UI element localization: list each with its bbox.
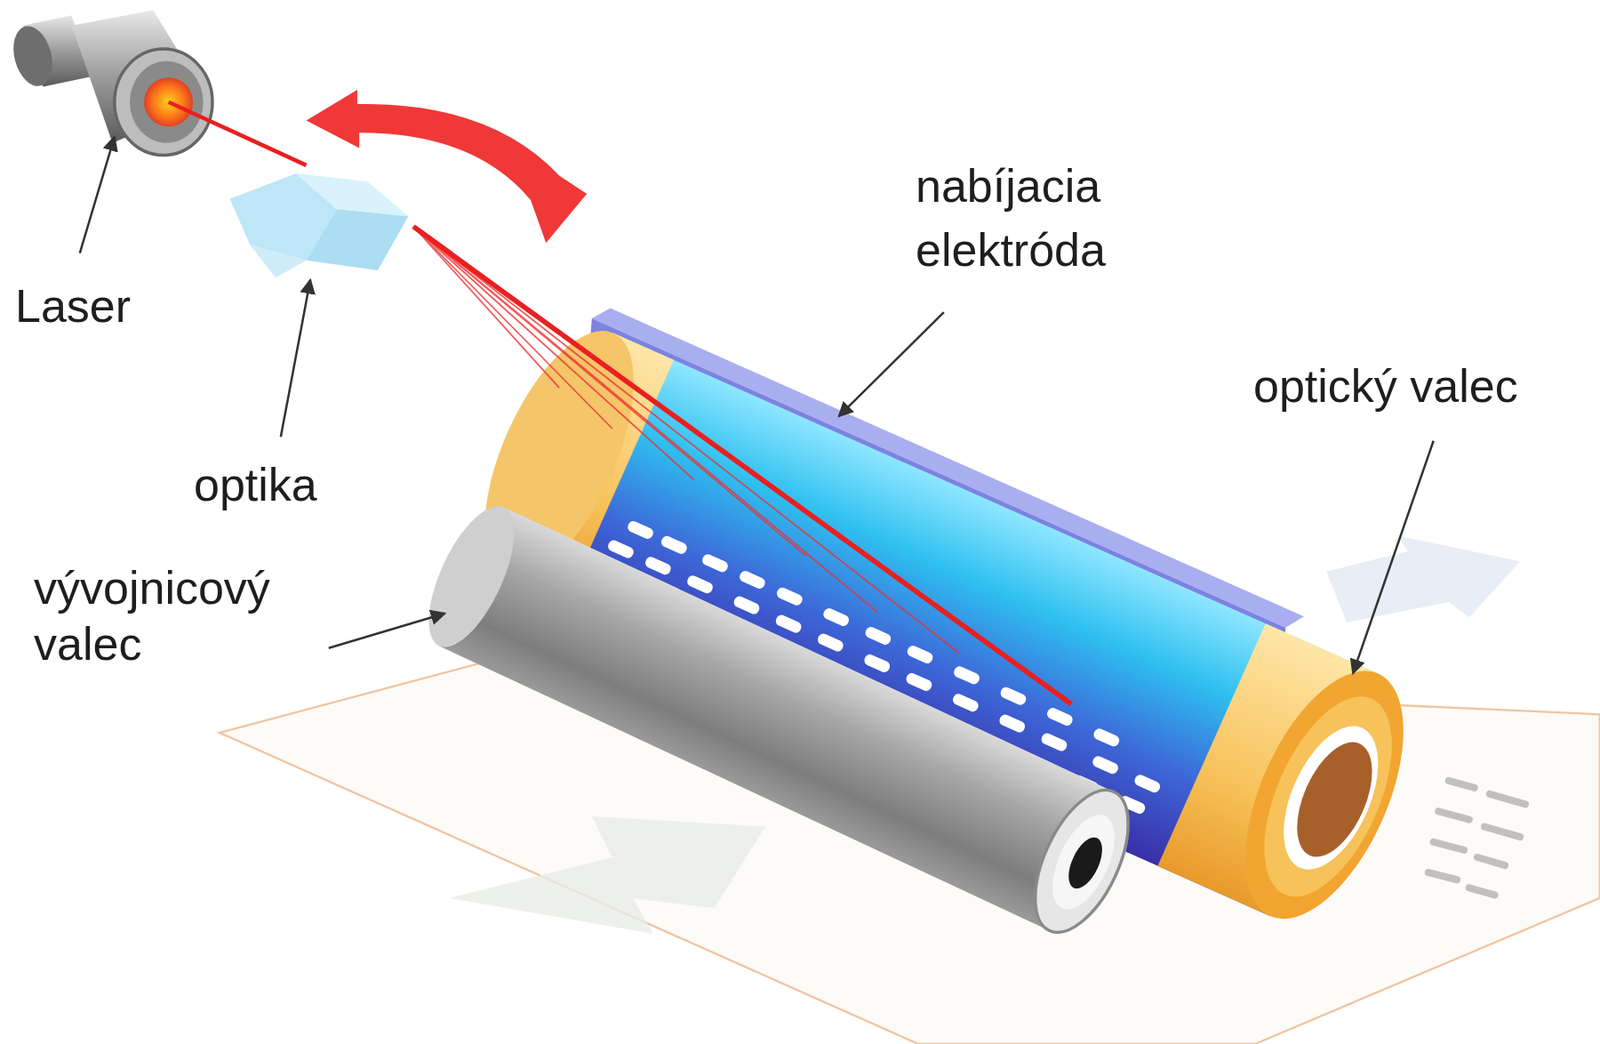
part-label: Laser <box>15 278 131 334</box>
part-label: nabíjacia elektróda <box>915 153 1174 282</box>
part-label: vývojnicový valec <box>33 560 319 672</box>
part-label: optika <box>193 456 318 512</box>
part-label: optický valec <box>1253 358 1519 414</box>
